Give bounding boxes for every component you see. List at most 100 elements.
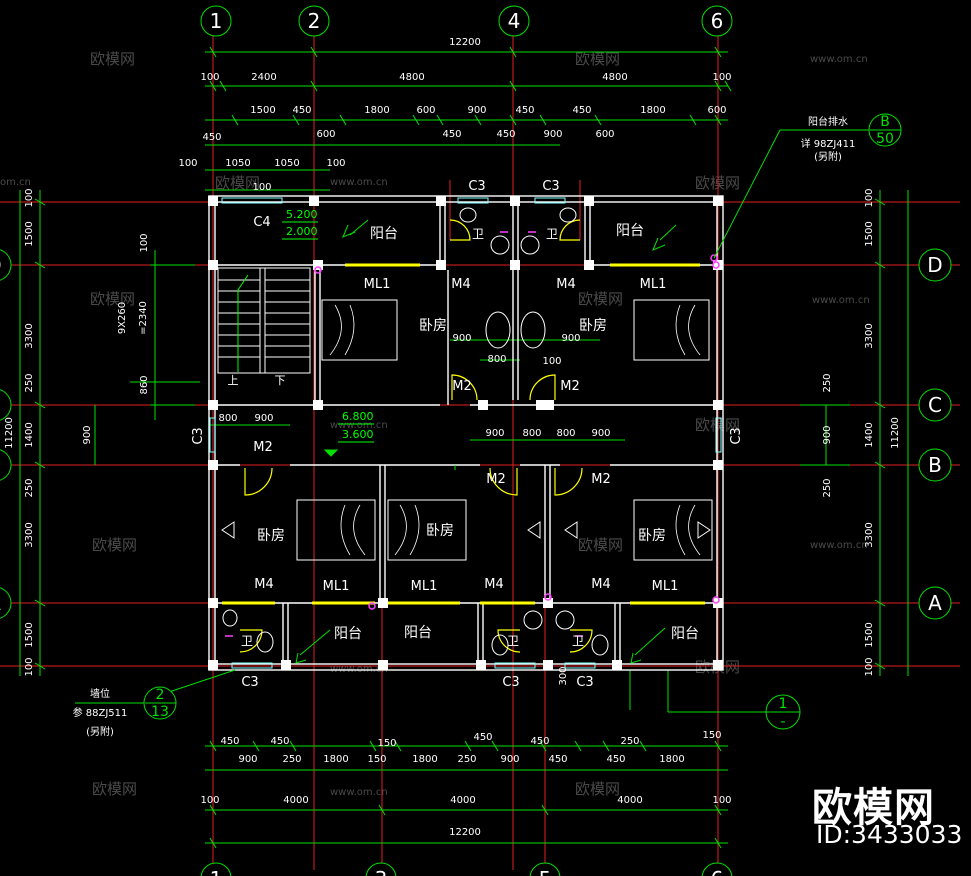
watermark-url: www.om.cn: [330, 177, 388, 188]
svg-text:450: 450: [515, 105, 534, 116]
axis-label-right: C: [928, 393, 942, 417]
room-toilet: 卫: [472, 227, 484, 241]
axis-label-top: 4: [508, 9, 521, 33]
dim-total-width-bottom: 12200: [449, 827, 481, 838]
axis-label-top: 1: [210, 9, 223, 33]
svg-text:900: 900: [485, 428, 504, 439]
tag-ml1: ML1: [640, 277, 667, 292]
svg-text:450: 450: [202, 132, 221, 143]
structural-columns: [208, 196, 723, 670]
axis-bubble: [918, 586, 952, 620]
svg-text:450: 450: [473, 732, 492, 743]
stair-down-label: 下: [275, 374, 286, 387]
room-balcony: 阳台: [404, 625, 432, 641]
svg-text:3300: 3300: [24, 323, 35, 348]
tag-c4: C4: [253, 215, 270, 230]
dimension-lines: [19, 51, 909, 844]
svg-text:900: 900: [82, 425, 93, 444]
axis-label-right: A: [928, 591, 942, 615]
watermark-brand: 欧模网: [575, 50, 620, 68]
svg-text:1400: 1400: [24, 422, 35, 447]
svg-text:1800: 1800: [323, 754, 348, 765]
drain-bubble-bottom: 50: [876, 131, 894, 147]
axis-label-bottom: 1: [210, 867, 223, 876]
watermark-url: www.om.cn: [812, 295, 870, 306]
svg-text:900: 900: [238, 754, 257, 765]
tag-m2: M2: [591, 472, 611, 487]
tag-c3: C3: [241, 675, 258, 690]
tag-c3: C3: [502, 675, 519, 690]
svg-text:800: 800: [218, 413, 237, 424]
svg-text:100: 100: [24, 657, 35, 676]
svg-text:4800: 4800: [399, 72, 424, 83]
room-balcony: 阳台: [671, 626, 699, 642]
tag-m2: M2: [452, 379, 472, 394]
watermark-brand: 欧模网: [90, 50, 135, 68]
room-bedroom: 卧房: [419, 318, 447, 334]
axis-label-left: A: [0, 591, 1, 615]
watermark-brand: 欧模网: [578, 290, 623, 308]
axis-label-bottom: 6: [711, 867, 724, 876]
drain-title: 阳台排水: [808, 115, 848, 128]
svg-text:600: 600: [316, 129, 335, 140]
svg-text:100: 100: [139, 233, 150, 252]
svg-text:450: 450: [606, 754, 625, 765]
svg-text:100: 100: [712, 72, 731, 83]
svg-text:800: 800: [522, 428, 541, 439]
dimension-text-top: 12200 100 2400 4800 4800 100 1500 450 18…: [178, 37, 731, 193]
furniture: [221, 207, 713, 656]
svg-text:1500: 1500: [864, 221, 875, 246]
tag-m2: M2: [560, 379, 580, 394]
axis-bubble: [298, 5, 330, 37]
elev-corridor-lower: 3.600: [342, 428, 374, 441]
svg-text:800: 800: [556, 428, 575, 439]
axis-label-right: D: [927, 253, 942, 277]
svg-text:100: 100: [326, 158, 345, 169]
room-balcony: 阳台: [334, 626, 362, 642]
leader-lines: [75, 129, 870, 704]
svg-text:150: 150: [367, 754, 386, 765]
axis-bubble: [701, 5, 733, 37]
axis-label-right: B: [928, 453, 942, 477]
footer-watermark-brand: 欧模网: [812, 785, 935, 831]
elevation-marks: 5.200 2.000 6.800 3.600: [286, 208, 374, 441]
svg-text:900: 900: [254, 413, 273, 424]
axis-bubble: [0, 587, 12, 619]
svg-text:150: 150: [702, 730, 721, 741]
axis-label-top: 2: [308, 9, 321, 33]
svg-text:100: 100: [200, 795, 219, 806]
watermark-url: www.om.cn: [330, 420, 388, 431]
axis-label-left: C: [0, 393, 1, 417]
svg-text:100: 100: [200, 72, 219, 83]
wall-ref: 参 88ZJ511: [73, 706, 128, 719]
axis-bubble: [0, 449, 12, 481]
axis-bubble: [918, 388, 952, 422]
svg-text:900: 900: [561, 333, 580, 344]
watermark-brand: 欧模网: [215, 174, 260, 192]
elev-stair-upper: 5.200: [286, 208, 318, 221]
svg-text:2400: 2400: [251, 72, 276, 83]
axis-bubble: [918, 248, 952, 282]
section-bubble-bottom: -: [780, 714, 785, 730]
svg-text:250: 250: [457, 754, 476, 765]
room-toilet: 卫: [507, 634, 519, 648]
room-bedroom: 卧房: [257, 528, 285, 544]
axis-bubble: [918, 448, 952, 482]
svg-text:9X260: 9X260: [117, 302, 128, 334]
svg-text:860: 860: [139, 375, 150, 394]
dim-total-depth-right: 11200: [890, 417, 901, 449]
svg-text:250: 250: [822, 478, 833, 497]
svg-text:600: 600: [595, 129, 614, 140]
svg-text:1800: 1800: [364, 105, 389, 116]
dimension-text-inner: 800 900 900 800 800 900 900 800 100 900 …: [218, 333, 610, 686]
svg-text:900: 900: [452, 333, 471, 344]
svg-text:3300: 3300: [864, 323, 875, 348]
tag-m2: M2: [253, 440, 273, 455]
window-openings: [209, 197, 722, 669]
svg-text:1500: 1500: [24, 221, 35, 246]
svg-text:1500: 1500: [250, 105, 275, 116]
dim-total-depth: 11200: [4, 417, 15, 449]
svg-text:100: 100: [864, 657, 875, 676]
bubble-dividers: [145, 129, 901, 713]
svg-text:100: 100: [542, 356, 561, 367]
